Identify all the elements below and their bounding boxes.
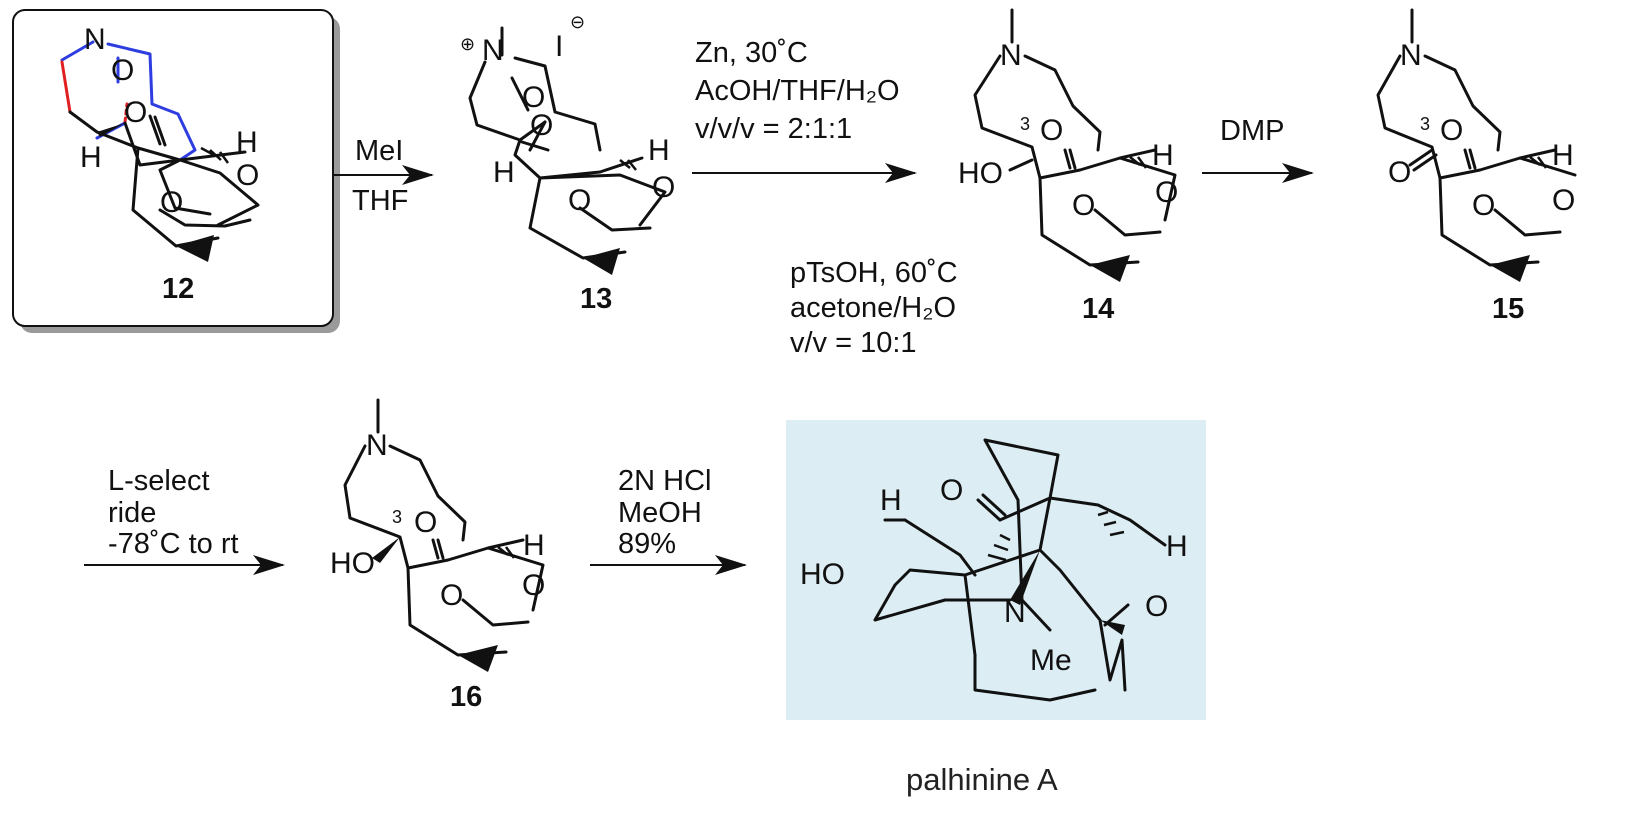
condition-line: pTsOH, 60˚C: [790, 257, 958, 289]
hydroxyl: HO: [958, 157, 1003, 190]
atom-o: O: [160, 186, 183, 219]
atom-h: H: [493, 156, 515, 189]
carbon-3-label: 3: [392, 507, 402, 527]
atom-h: H: [880, 484, 902, 517]
atom-n: N: [84, 23, 106, 56]
charge-minus: ⊖: [570, 12, 585, 32]
charge-plus: ⊕: [460, 34, 475, 54]
compound-12: N O O H H O O 12: [12, 9, 340, 333]
atom-o: O: [522, 569, 545, 602]
atom-h: H: [1166, 530, 1188, 563]
reaction-step-3: DMP: [1202, 115, 1314, 183]
condition-line: v/v = 10:1: [790, 327, 917, 359]
atom-h: H: [1152, 139, 1174, 172]
compound-label: 12: [162, 273, 194, 305]
atom-h: H: [236, 126, 258, 159]
compound-15: N 3 O O H O O 15: [1376, 8, 1577, 325]
compound-label: 13: [580, 283, 612, 315]
reaction-step-4: L-select ride -78˚C to rt: [84, 465, 285, 575]
atom-o: O: [1040, 114, 1063, 147]
hydroxyl: HO: [800, 558, 845, 591]
atom-o: O: [1472, 189, 1495, 222]
atom-o: O: [236, 159, 259, 192]
compound-palhinine-a: O H HO H N O Me palhinine A: [786, 420, 1206, 797]
atom-h: H: [648, 134, 670, 167]
compound-label: 16: [450, 681, 482, 713]
product-name: palhinine A: [906, 762, 1058, 797]
atom-n: N: [1004, 596, 1026, 629]
atom-n: N: [482, 34, 504, 67]
atom-h: H: [523, 529, 545, 562]
reaction-step-1: MeI THF: [333, 135, 434, 217]
compound-16: N 3 O HO H O O 16: [330, 398, 545, 713]
atom-n: N: [1400, 39, 1422, 72]
hydroxyl: HO: [330, 547, 375, 580]
condition-line: 89%: [618, 528, 676, 560]
condition-line: AcOH/THF/H₂O: [695, 75, 900, 107]
atom-o: O: [522, 81, 545, 114]
atom-o: O: [568, 184, 591, 217]
condition-line: ride: [108, 497, 156, 529]
atom-o: O: [1552, 184, 1575, 217]
reagent-above: MeI: [355, 135, 403, 167]
atom-o: O: [1440, 114, 1463, 147]
atom-h: H: [1552, 139, 1574, 172]
reagent-below: THF: [352, 185, 408, 217]
condition-line: Zn, 30˚C: [695, 37, 808, 69]
atom-o: O: [1155, 176, 1178, 209]
condition-line: -78˚C to rt: [108, 528, 239, 560]
atom-o: O: [414, 506, 437, 539]
atom-o: O: [111, 54, 134, 87]
compound-label: 15: [1492, 293, 1524, 325]
methyl: Me: [1030, 644, 1072, 677]
highlight-box: [786, 420, 1206, 720]
atom-o: O: [1072, 189, 1095, 222]
reaction-step-5: 2N HCl MeOH 89%: [590, 465, 747, 575]
atom-n: N: [366, 429, 388, 462]
iodide: I: [555, 30, 563, 63]
carbon-3-label: 3: [1420, 114, 1430, 134]
reaction-step-2: Zn, 30˚C AcOH/THF/H₂O v/v/v = 2:1:1 pTsO…: [692, 37, 958, 359]
condition-line: 2N HCl: [618, 465, 711, 497]
atom-o: O: [124, 96, 147, 129]
carbon-3-label: 3: [1020, 114, 1030, 134]
compound-13: ⊕ N I ⊖ O O H H O O 13: [460, 12, 675, 315]
atom-o: O: [440, 579, 463, 612]
condition-line: v/v/v = 2:1:1: [695, 113, 852, 145]
atom-o: O: [940, 474, 963, 507]
atom-o: O: [1388, 156, 1411, 189]
condition-line: acetone/H₂O: [790, 292, 956, 324]
atom-n: N: [1000, 39, 1022, 72]
compound-14: N 3 O HO H O O 14: [958, 8, 1178, 325]
atom-o: O: [1145, 590, 1168, 623]
reagent-above: DMP: [1220, 115, 1284, 147]
condition-line: L-select: [108, 465, 210, 497]
atom-o: O: [530, 109, 553, 142]
condition-line: MeOH: [618, 497, 702, 529]
atom-o: O: [652, 171, 675, 204]
atom-h: H: [80, 141, 102, 174]
compound-label: 14: [1082, 293, 1114, 325]
